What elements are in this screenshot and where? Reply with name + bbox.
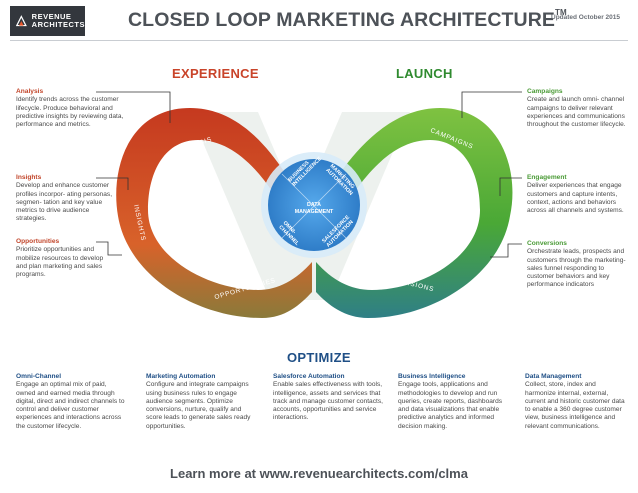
updated-date: Updated October 2015 bbox=[551, 14, 620, 21]
section-launch: LAUNCH bbox=[396, 66, 453, 81]
loop-right-segment bbox=[312, 108, 513, 318]
connector-insights bbox=[96, 177, 129, 190]
connector-lines bbox=[96, 91, 522, 258]
section-experience: EXPERIENCE bbox=[172, 66, 259, 81]
connector-conversions bbox=[490, 243, 522, 258]
section-optimize: OPTIMIZE bbox=[287, 350, 351, 365]
loop-left-segment bbox=[116, 108, 312, 318]
connector-analysis bbox=[96, 91, 171, 123]
connector-opportunities bbox=[96, 241, 122, 256]
header-divider bbox=[10, 40, 628, 41]
page-title: CLOSED LOOP MARKETING ARCHITECTURETM bbox=[128, 8, 567, 31]
brand-logo: REVENUE ARCHITECTS bbox=[10, 6, 85, 36]
logo-text: REVENUE ARCHITECTS bbox=[31, 12, 85, 29]
logo-mark-icon bbox=[16, 15, 27, 27]
data-hub bbox=[261, 152, 367, 258]
footer-link[interactable]: Learn more at www.revenuearchitects.com/… bbox=[170, 466, 468, 481]
connector-engagement bbox=[499, 177, 522, 196]
connector-campaigns bbox=[461, 91, 522, 118]
